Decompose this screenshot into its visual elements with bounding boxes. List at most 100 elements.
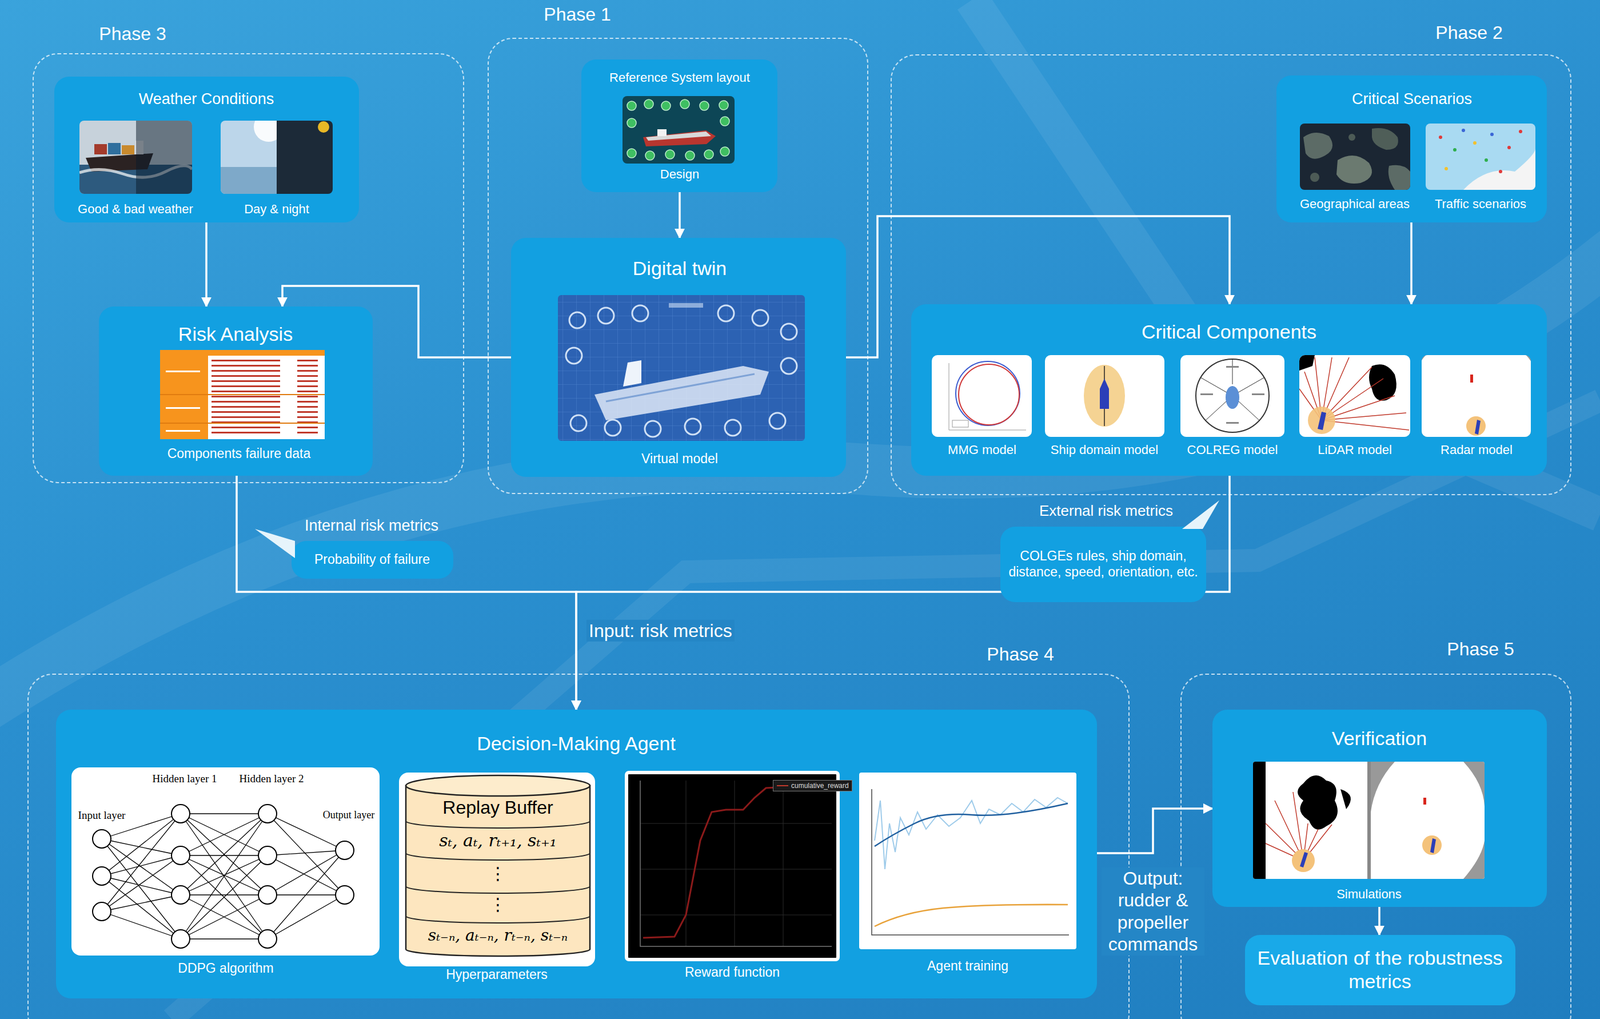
virtual-model-image xyxy=(565,347,582,364)
weather-photo xyxy=(79,164,193,194)
system-layout-image xyxy=(657,129,667,137)
simulation-frames xyxy=(1299,851,1308,868)
label-slot: Hidden layer 2 xyxy=(231,772,312,786)
callout-box: External risk metricsCOLGEs rules, ship … xyxy=(1000,526,1207,602)
reward-chart xyxy=(643,784,832,938)
node-heading: Digital twin xyxy=(553,256,806,281)
system-layout-image xyxy=(645,131,712,141)
mmg-plot xyxy=(958,364,1020,425)
text-slot: Simulations xyxy=(1297,886,1441,902)
colreg-figure xyxy=(1200,393,1214,395)
traffic-map xyxy=(1518,129,1523,134)
failure-table xyxy=(165,370,201,373)
training-chart xyxy=(871,788,1069,935)
heading-slot: Phase 5 xyxy=(1411,637,1550,660)
geographic-map xyxy=(1299,123,1411,190)
node-caption: Hyperparameters xyxy=(411,966,583,983)
lidar-figure xyxy=(1299,357,1410,430)
label-slot: sₜ₋ₙ, aₜ₋ₙ, rₜ₋ₙ, sₜ₋ₙ xyxy=(406,925,590,945)
node-caption: Simulations xyxy=(1297,886,1441,902)
replay-buffer-figure xyxy=(405,820,590,923)
virtual-model-image xyxy=(557,294,805,441)
text-slot: Ship domain model xyxy=(1043,442,1167,458)
day-night-photo xyxy=(220,120,333,194)
simulation-frames xyxy=(1297,775,1338,830)
text-slot: Hyperparameters xyxy=(411,966,583,983)
system-layout-image xyxy=(622,96,735,164)
day-night-photo xyxy=(317,121,330,133)
connector xyxy=(1410,222,1413,305)
weather-photo xyxy=(136,120,193,194)
connector xyxy=(1096,808,1213,853)
system-layout-image xyxy=(704,149,714,159)
replay-buffer-figure xyxy=(405,775,590,796)
radar-figure xyxy=(1470,374,1474,383)
node-heading: Critical Scenarios xyxy=(1291,89,1532,109)
text-slot: Evaluation of the robustness metrics xyxy=(1257,946,1503,993)
edge-label: Output: rudder & propeller commands xyxy=(1101,867,1205,956)
text-slot: Decision-Making Agent xyxy=(404,731,748,756)
agent-box: Decision-Making AgentDDPG algorithmHyper… xyxy=(56,709,1097,999)
failure-table xyxy=(165,429,201,432)
layer-label: Hidden layer 1 xyxy=(144,772,225,786)
traffic-map xyxy=(1507,145,1511,150)
node-caption: Agent training xyxy=(882,958,1054,975)
reward-chart xyxy=(640,868,832,870)
colreg-figure xyxy=(1225,385,1240,409)
simulation-frames xyxy=(1253,761,1485,879)
node-heading: Weather Conditions xyxy=(86,89,327,109)
legend-text: cumulative_reward xyxy=(791,781,849,790)
virtual-model-image xyxy=(684,418,701,435)
traffic-map xyxy=(1490,132,1494,137)
region-heading: Phase 4 xyxy=(951,643,1089,665)
failure-table xyxy=(211,357,322,437)
failure-table xyxy=(160,349,325,440)
virtual-model-image xyxy=(570,415,587,432)
legend-line-sample xyxy=(776,784,789,786)
system-layout-image xyxy=(645,150,655,161)
day-night-photo xyxy=(220,166,277,194)
weather-photo xyxy=(79,120,193,194)
neural-network-figure xyxy=(171,804,190,823)
digital-twin-box: Digital twinVirtual model xyxy=(511,237,847,477)
day-night-photo xyxy=(276,120,333,194)
virtual-model-image xyxy=(557,294,805,441)
node-caption: Design xyxy=(622,166,737,182)
edge-label-slot: Input: risk metrics xyxy=(586,619,776,642)
ellipsis-mark: ⋮ xyxy=(480,863,516,884)
failure-table xyxy=(160,349,325,440)
system-layout-image xyxy=(665,149,675,159)
phase-region: Phase 1Reference System layoutDesignDigi… xyxy=(487,37,869,494)
phase-region: Phase 5VerificationSimulationsEvaluation… xyxy=(1180,673,1572,1019)
virtual-model-image xyxy=(604,419,621,436)
geographic-map xyxy=(1388,165,1411,190)
region-heading: External risk metrics xyxy=(1008,501,1204,520)
region-heading: Internal risk metrics xyxy=(274,516,469,535)
training-chart xyxy=(859,772,1077,949)
system-layout-image xyxy=(699,101,709,111)
node-caption: COLREG model xyxy=(1180,442,1284,458)
colreg-figure xyxy=(1200,358,1265,421)
ellipsis-mark: ⋮ xyxy=(480,894,516,915)
neural-network-figure xyxy=(258,929,277,948)
region-heading: Phase 5 xyxy=(1411,637,1550,660)
text-slot: COLREG model xyxy=(1180,442,1284,458)
text-slot: Geographical areas xyxy=(1293,196,1417,212)
virtual-model-image xyxy=(717,305,734,322)
traffic-map xyxy=(1425,123,1536,190)
node-caption: Ship domain model xyxy=(1043,442,1167,458)
layer-label: Output layer xyxy=(318,808,379,822)
ship-domain-figure xyxy=(1044,354,1165,437)
traffic-map xyxy=(1438,128,1523,174)
ship-domain-figure xyxy=(1044,354,1165,437)
callout-box: Internal risk metricsProbability of fail… xyxy=(291,540,454,579)
text-slot: MMG model xyxy=(932,442,1033,458)
simulation-frames xyxy=(1253,761,1485,879)
ship-domain-figure xyxy=(1103,365,1105,426)
weather-photo xyxy=(85,153,154,172)
heading-slot: Internal risk metrics xyxy=(274,516,469,535)
region-heading: Phase 3 xyxy=(64,22,202,45)
